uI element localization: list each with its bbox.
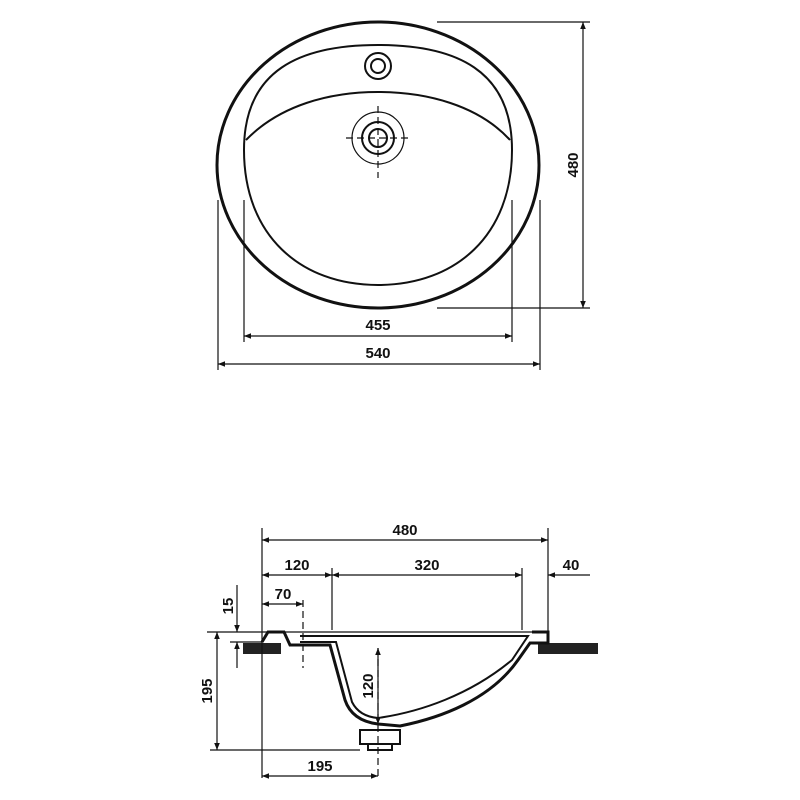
overflow-hole [364, 52, 392, 80]
dim-label-inner-width: 455 [365, 317, 390, 334]
dim-label-rim-thickness: 15 [220, 598, 237, 615]
dim-label-bowl-depth: 120 [360, 673, 377, 698]
dim-label-outer-width: 540 [365, 345, 390, 362]
dim-label-depth: 480 [565, 152, 582, 177]
dim-label-total-width: 480 [392, 522, 417, 539]
inner-rim-outline [242, 43, 514, 287]
sink-profile-inner [300, 635, 530, 720]
outer-rim-outline [215, 20, 541, 310]
top-view: 455 540 480 [215, 20, 590, 370]
dim-label-total-height: 195 [199, 678, 216, 703]
dim-label-bowl-width: 320 [414, 557, 439, 574]
side-view: 480 120 320 40 70 15 195 120 195 [199, 522, 598, 779]
dim-label-drain-offset: 70 [275, 586, 292, 603]
drain-hole [346, 106, 410, 178]
sink-profile-outer [260, 630, 550, 728]
countertop-right [538, 643, 598, 654]
bowl-rim-line [245, 90, 511, 141]
dim-label-right-rim: 40 [563, 557, 580, 574]
drain-outlet [359, 729, 401, 751]
dim-label-drain-position: 195 [307, 758, 332, 775]
dim-label-left-rim: 120 [284, 557, 309, 574]
